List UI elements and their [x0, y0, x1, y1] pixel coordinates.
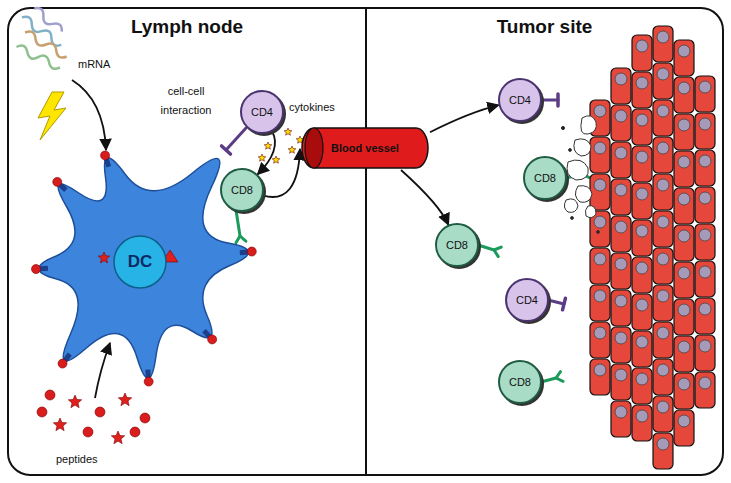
cytokine — [258, 154, 266, 161]
uptake-arrow — [72, 80, 106, 150]
peptide-dot — [130, 427, 140, 437]
cell-label: CD8 — [446, 239, 468, 251]
receptor — [222, 146, 231, 154]
peptides — [37, 390, 150, 444]
flow-arrow — [258, 132, 275, 175]
receptor — [563, 298, 566, 310]
mrna-strands — [15, 5, 69, 71]
cell-label: CD8 — [534, 172, 556, 184]
receptor — [556, 94, 560, 106]
cell-label: CD4 — [516, 294, 538, 306]
peptide-dot — [140, 413, 150, 423]
receptor — [226, 128, 246, 150]
uptake-arrow — [95, 343, 110, 398]
cell-label: CD4 — [509, 94, 531, 106]
panel: Tumor siteCD4CD8CD8CD4CD8 — [366, 8, 723, 475]
t-cell: CD4 — [505, 278, 549, 322]
receptor — [494, 247, 501, 257]
cytokine — [284, 128, 292, 135]
blood-vessel: Blood vessel — [300, 126, 430, 170]
panel: Lymph nodeDC CD4CD8 — [8, 8, 366, 475]
peptide-star — [111, 431, 124, 444]
cytokine — [288, 146, 296, 153]
receptor — [556, 372, 563, 382]
cell-label: CD8 — [509, 376, 531, 388]
receptor — [236, 236, 246, 243]
t-cell: CD8 — [498, 360, 542, 404]
peptide-star — [118, 393, 131, 406]
flow-arrow — [263, 149, 300, 197]
cell-label: CD4 — [251, 106, 273, 118]
frame — [8, 8, 723, 475]
t-cell: CD4 — [240, 90, 284, 134]
receptor — [541, 378, 556, 382]
peptide-dot — [37, 407, 47, 417]
flow-arrow — [430, 105, 499, 132]
t-cell: CD8 — [220, 168, 264, 212]
peptide-dot — [45, 390, 55, 400]
peptide-dot — [83, 427, 93, 437]
cytokine — [264, 142, 272, 149]
edge-label: cytokines — [288, 101, 336, 113]
peptide-dot — [95, 407, 105, 417]
receptor — [236, 210, 240, 236]
receptor — [478, 245, 494, 250]
flow-arrow — [401, 170, 448, 225]
panel-heading: Lymph node — [131, 16, 243, 37]
receptors — [222, 94, 589, 382]
t-cell: CD4 — [498, 78, 542, 122]
electroporation-bolt — [38, 92, 66, 140]
annotation: cell-cell interaction — [161, 85, 212, 116]
peptide-star — [98, 252, 109, 263]
cell-label: CD8 — [231, 184, 253, 196]
cell-label: DC — [128, 252, 153, 272]
receptor — [548, 300, 564, 304]
tumor-cells — [590, 26, 715, 469]
annotation: mRNA — [78, 58, 110, 70]
t-cell: CD8 — [523, 156, 567, 200]
peptide-star — [68, 395, 81, 408]
cytokine — [272, 156, 280, 163]
vessel-label: Blood vessel — [331, 142, 399, 154]
divider — [365, 8, 367, 475]
peptide-star — [53, 418, 66, 431]
receptor — [541, 99, 558, 102]
annotation: peptides — [56, 453, 98, 465]
t-cell: CD8 — [435, 223, 479, 267]
panel-heading: Tumor site — [497, 16, 593, 37]
